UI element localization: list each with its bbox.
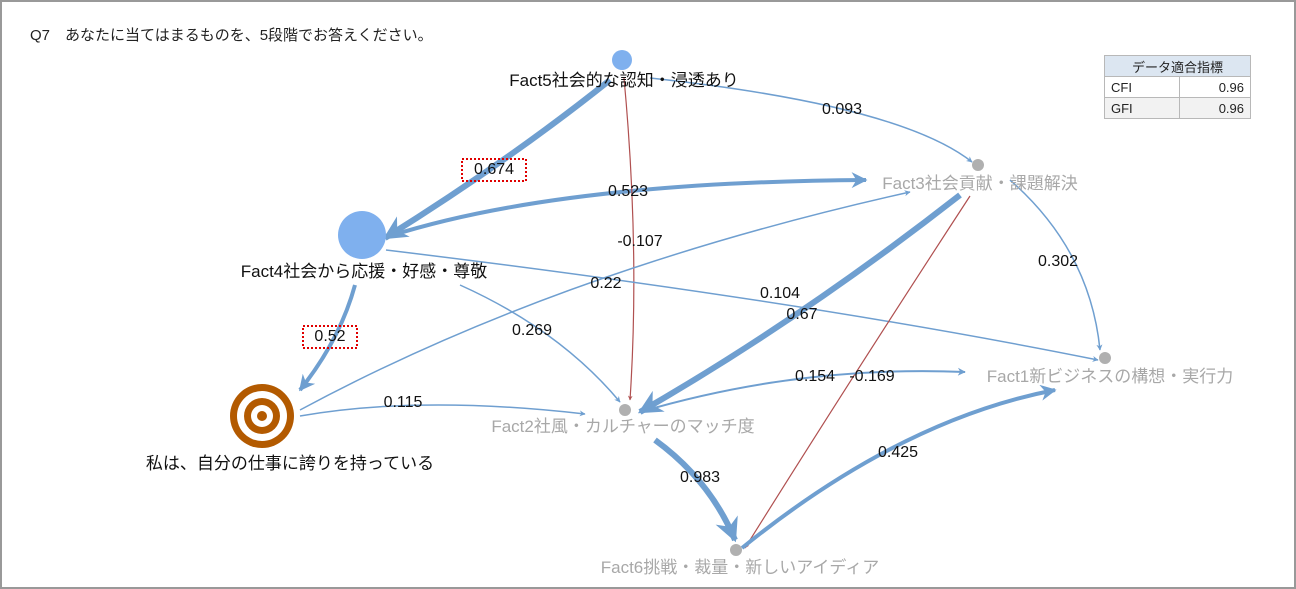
- edge-f5-f4: [382, 77, 612, 241]
- highlight-box: [302, 325, 358, 349]
- edge-f2-f1: [639, 367, 966, 413]
- node-f3-marker: [972, 159, 984, 171]
- edge-f3-f6: [744, 195, 971, 549]
- node-t-label: 私は、自分の仕事に誇りを持っている: [146, 454, 434, 473]
- node-f3-label: Fact3社会貢献・課題解決: [882, 174, 1078, 193]
- fit-value-cfi: 0.96: [1179, 76, 1251, 98]
- edge-f5-f2: [623, 77, 635, 401]
- edge-f4-f2: [459, 284, 621, 403]
- edge-f3-f2: [637, 192, 962, 415]
- node-f5-label: Fact5社会的な認知・浸透あり: [509, 71, 739, 90]
- edge-coefficient-label: -0.169: [849, 368, 894, 385]
- edge-coefficient-label: 0.093: [822, 101, 862, 118]
- edge-f3-f1: [1009, 179, 1103, 351]
- fit-label-cfi: CFI: [1104, 76, 1180, 98]
- node-f6-label: Fact6挑戦・裁量・新しいアイディア: [601, 557, 879, 577]
- question-title: Q7 あなたに当てはまるものを、5段階でお答えください。: [30, 27, 433, 44]
- node-f2-marker: [619, 404, 631, 416]
- edge-coefficient-label: 0.425: [878, 444, 918, 461]
- edge-f4-f3: [389, 172, 868, 238]
- fit-value-gfi: 0.96: [1179, 97, 1251, 119]
- edge-coefficient-label: 0.302: [1038, 253, 1078, 270]
- fit-table-header: データ適合指標: [1104, 55, 1251, 77]
- node-f1-label: Fact1新ビジネスの構想・実行力: [987, 367, 1234, 386]
- fit-label-gfi: GFI: [1104, 97, 1180, 119]
- edge-coefficient-label: 0.154: [795, 368, 835, 385]
- edge-f5-f3: [649, 77, 973, 163]
- node-f5-marker: [612, 50, 632, 70]
- node-f2-label: Fact2社風・カルチャーのマッチ度: [491, 417, 754, 436]
- edge-coefficient-label: 0.52: [314, 328, 345, 345]
- edge-coefficient-label: 0.104: [760, 285, 800, 302]
- edge-coefficient-label: 0.67: [786, 306, 817, 323]
- edge-coefficient-label: -0.107: [617, 233, 662, 250]
- node-f4-marker: [338, 211, 386, 259]
- edge-t-f2: [299, 404, 586, 417]
- edge-coefficient-label: 0.983: [680, 469, 720, 486]
- edge-f4-t: [298, 284, 357, 392]
- edge-coefficient-label: 0.115: [384, 394, 423, 411]
- node-f1-marker: [1099, 352, 1111, 364]
- edge-f4-f1: [385, 249, 1099, 362]
- edge-f6-f1: [740, 384, 1057, 550]
- edge-f2-f6: [653, 437, 738, 543]
- edge-coefficient-label: 0.523: [608, 183, 648, 200]
- node-f6-marker: [730, 544, 742, 556]
- edge-coefficient-label: 0.674: [474, 161, 514, 178]
- edge-coefficient-label: 0.269: [512, 322, 552, 339]
- node-f4-label: Fact4社会から応援・好感・尊敬: [241, 262, 488, 281]
- target-icon: [257, 411, 267, 421]
- edge-t-f3: [299, 190, 911, 411]
- highlight-box: [461, 158, 527, 182]
- edge-coefficient-label: 0.22: [590, 275, 621, 292]
